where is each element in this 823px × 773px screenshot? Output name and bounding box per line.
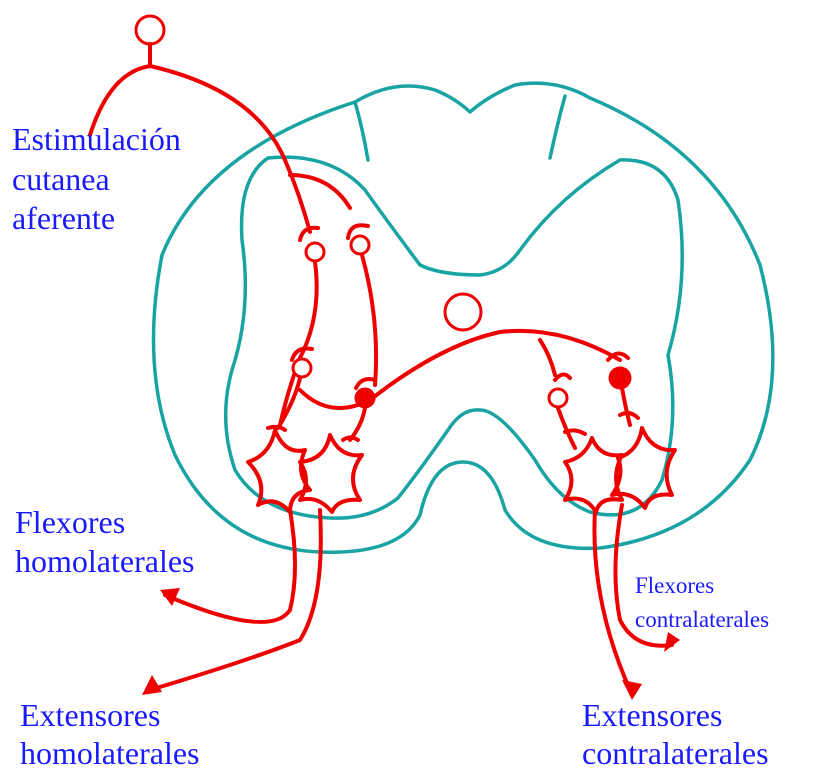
commissural-branch-2 — [555, 374, 570, 380]
interneuron-right-axon — [362, 255, 376, 385]
flex-homo-label-line2: homolaterales — [15, 543, 194, 579]
flex-contra-label-line2: contralaterales — [635, 607, 769, 632]
neural-circuit — [90, 16, 680, 700]
interneuron-left-mid — [293, 359, 311, 377]
ext-contra-label-line1: Extensores — [582, 697, 722, 733]
inhibitory-left-axon — [350, 408, 365, 440]
ext-contra-label-line2: contralaterales — [582, 735, 769, 771]
commissural-branch-1 — [540, 340, 555, 375]
synapse-right-mid — [356, 379, 375, 388]
central-canal — [445, 294, 481, 330]
interneuron-contra-axon — [558, 408, 575, 448]
flex-homo-label-line1: Flexores — [15, 504, 125, 540]
efferent-right-extensor — [594, 510, 630, 690]
motor-neuron-left-extensor — [300, 435, 362, 512]
arrow-ext-homo — [142, 675, 162, 695]
sensory-ganglion-cell — [136, 16, 164, 44]
dorsal-septum-left — [355, 102, 368, 160]
interneuron-right-upper — [351, 236, 369, 254]
inhibitory-right-axon — [622, 388, 630, 425]
commissural-fiber — [300, 331, 620, 408]
afferent-label-line3: aferente — [12, 200, 115, 236]
interneuron-left-upper — [306, 243, 324, 261]
ext-homo-label-line1: Extensores — [20, 697, 160, 733]
afferent-label-line1: Estimulación — [12, 121, 181, 157]
arrow-flex-contra — [664, 632, 680, 652]
flex-contra-label-line1: Flexores — [635, 573, 714, 598]
inhibitory-interneuron-right — [610, 368, 630, 388]
afferent-label-line2: cutanea — [12, 161, 110, 197]
synapse-left-upper — [300, 228, 318, 240]
arrow-flex-homo — [160, 588, 180, 606]
ext-homo-label-line2: homolaterales — [20, 735, 199, 771]
dorsal-septum-right — [550, 96, 565, 158]
interneuron-contra — [549, 389, 567, 407]
